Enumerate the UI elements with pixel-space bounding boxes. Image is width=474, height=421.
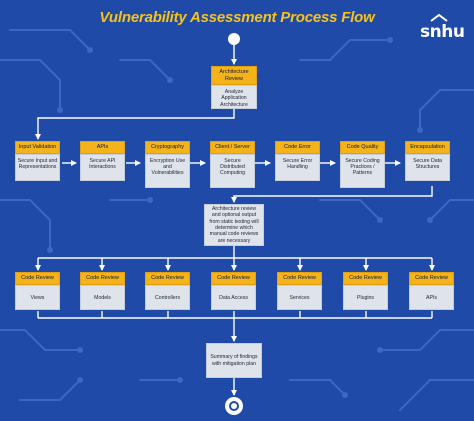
end-node <box>225 397 243 415</box>
architecture-review-header: Architecture Review <box>211 66 257 85</box>
logo-chevron-icon <box>430 13 448 22</box>
code-review-models-node: Code Review Models <box>80 272 125 310</box>
review-decision-note: Architecture review and optional output … <box>204 204 264 246</box>
apis-node: APIs Secure API Interactions <box>80 141 125 181</box>
code-review-controllers-node: Code Review Controllers <box>145 272 190 310</box>
start-node <box>228 33 240 45</box>
code-review-body: Controllers <box>145 284 190 310</box>
input-validation-node: Input Validation Secure Input and Repres… <box>15 141 60 181</box>
code-review-body: APIs <box>409 284 454 310</box>
apis-body: Secure API Interactions <box>80 153 125 181</box>
code-review-header: Code Review <box>211 272 256 285</box>
cryptography-body: Encryption Use and Vulnerabilities <box>145 153 190 188</box>
code-review-plugins-node: Code Review Plugins <box>343 272 388 310</box>
code-quality-node: Code Quality Secure Coding Practices / P… <box>340 141 385 188</box>
architecture-review-node: Architecture Review Analyze Application … <box>211 66 257 109</box>
summary-node: Summary of findings with mitigation plan <box>206 343 262 378</box>
code-error-header: Code Error <box>275 141 320 154</box>
client-server-body: Secure Distributed Computing <box>210 153 255 188</box>
connector-architecture-input <box>35 107 235 140</box>
code-review-header: Code Review <box>15 272 60 285</box>
code-review-body: Data Access <box>211 284 256 310</box>
apis-header: APIs <box>80 141 125 154</box>
cryptography-header: Cryptography <box>145 141 190 154</box>
code-review-header: Code Review <box>343 272 388 285</box>
snhu-logo: snhu <box>420 22 465 42</box>
diagram-title: Vulnerability Assessment Process Flow <box>99 9 375 26</box>
code-review-header: Code Review <box>80 272 125 285</box>
client-server-header: Client / Server <box>210 141 255 154</box>
connector-encapsulation-decision <box>231 186 433 203</box>
code-review-apis-node: Code Review APIs <box>409 272 454 310</box>
code-error-node: Code Error Secure Error Handling <box>275 141 320 181</box>
client-server-node: Client / Server Secure Distributed Compu… <box>210 141 255 188</box>
code-review-body: Models <box>80 284 125 310</box>
code-review-body: Plugins <box>343 284 388 310</box>
code-review-views-node: Code Review Views <box>15 272 60 310</box>
encapsulation-node: Encapsulation Secure Data Structures <box>405 141 450 181</box>
code-review-data-access-node: Code Review Data Access <box>211 272 256 310</box>
code-quality-header: Code Quality <box>340 141 385 154</box>
input-validation-body: Secure Input and Representations <box>15 153 60 181</box>
code-quality-body: Secure Coding Practices / Patterns <box>340 153 385 188</box>
code-review-body: Services <box>277 284 322 310</box>
code-review-header: Code Review <box>409 272 454 285</box>
code-error-body: Secure Error Handling <box>275 153 320 181</box>
code-review-services-node: Code Review Services <box>277 272 322 310</box>
input-validation-header: Input Validation <box>15 141 60 154</box>
code-review-body: Views <box>15 284 60 310</box>
encapsulation-body: Secure Data Structures <box>405 153 450 181</box>
cryptography-node: Cryptography Encryption Use and Vulnerab… <box>145 141 190 188</box>
architecture-review-body: Analyze Application Architecture <box>211 85 257 109</box>
encapsulation-header: Encapsulation <box>405 141 450 154</box>
code-review-header: Code Review <box>277 272 322 285</box>
code-review-header: Code Review <box>145 272 190 285</box>
